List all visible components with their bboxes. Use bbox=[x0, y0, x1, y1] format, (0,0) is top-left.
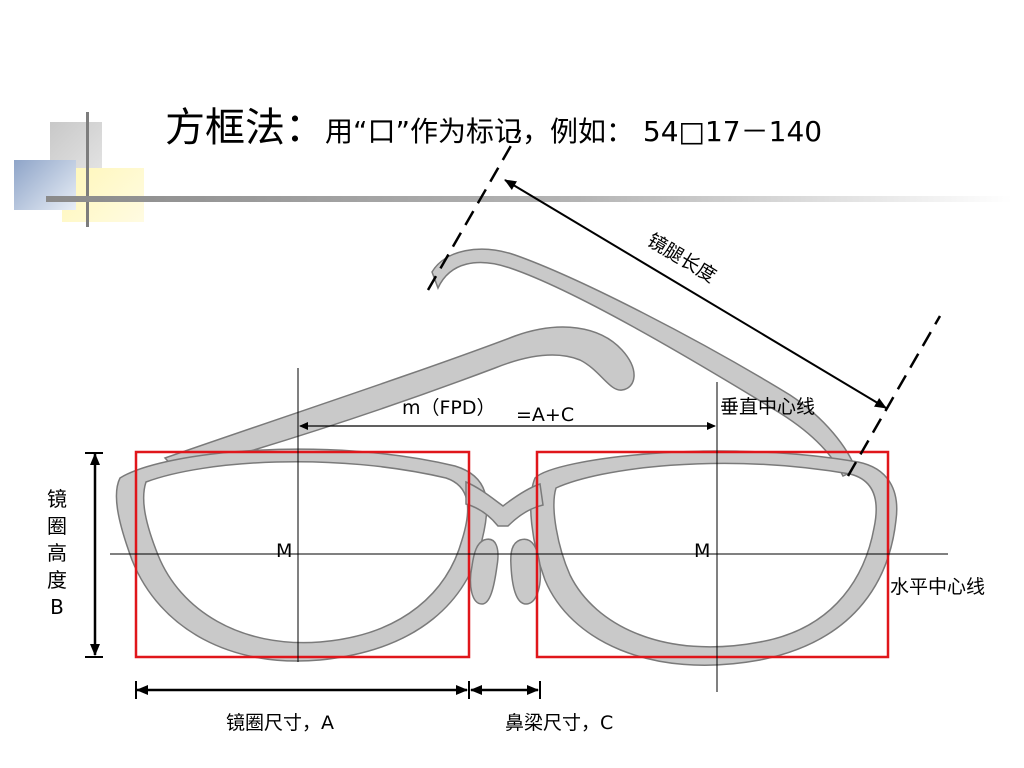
title-main: 方框法： bbox=[165, 105, 325, 151]
right-lens-rim bbox=[529, 450, 898, 666]
temple-length-label: 镜腿长度 bbox=[643, 229, 719, 287]
left-lens-rim bbox=[115, 448, 488, 662]
lens-height-label: 镜 圈 高 度 B bbox=[44, 486, 70, 621]
lens-height-char: 圈 bbox=[47, 514, 67, 538]
bridge-size-label: 鼻梁尺寸，C bbox=[505, 712, 613, 734]
fpd-formula-label: =A+C bbox=[516, 404, 574, 426]
vertical-center-line-label: 垂直中心线 bbox=[720, 396, 815, 418]
temple-dash-line-back bbox=[846, 315, 942, 477]
title-subtitle: 用“口”作为标记，例如： 54□17－140 bbox=[325, 115, 823, 148]
lens-height-char: B bbox=[50, 595, 64, 619]
lens-height-char: 镜 bbox=[47, 487, 67, 511]
fpd-label: m（FPD） bbox=[402, 397, 496, 419]
nose-pad-left bbox=[469, 538, 499, 605]
horizontal-center-line-label: 水平中心线 bbox=[890, 576, 985, 598]
temple-length-arrow bbox=[504, 179, 887, 409]
temple-arm-near bbox=[163, 326, 635, 473]
lens-size-label: 镜圈尺寸，A bbox=[226, 712, 334, 734]
center-point-right: M bbox=[694, 540, 710, 562]
page-title: 方框法：用“口”作为标记，例如： 54□17－140 bbox=[165, 108, 822, 148]
lens-height-char: 度 bbox=[47, 568, 67, 592]
temple-dash-line-front bbox=[426, 129, 522, 291]
nose-bridge bbox=[465, 480, 544, 527]
decor-vertical-rule bbox=[86, 112, 89, 227]
center-point-left: M bbox=[276, 540, 292, 562]
lens-height-char: 高 bbox=[47, 541, 67, 565]
